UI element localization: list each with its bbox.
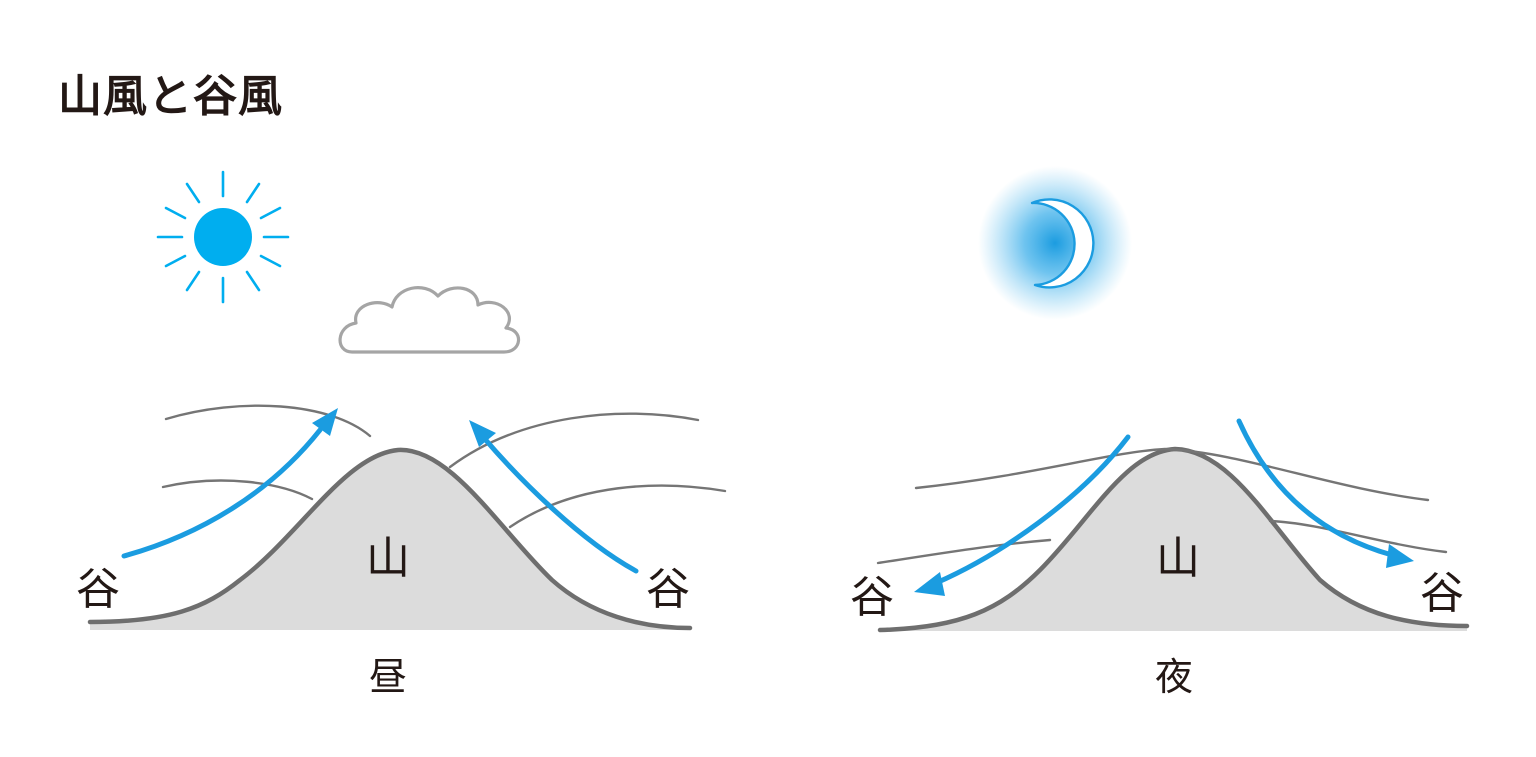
day-caption: 昼 xyxy=(369,655,407,699)
night-caption: 夜 xyxy=(1155,655,1193,699)
day-valley-wind-right-arrow xyxy=(469,420,639,574)
night-wind-lines xyxy=(876,447,1448,565)
day-wind-lines xyxy=(161,404,727,529)
night-mountain-wind-left-arrow xyxy=(914,434,1131,596)
night-valley-right-label: 谷 xyxy=(1420,568,1464,619)
day-valley-wind-left-arrow xyxy=(121,408,338,559)
diagram-title: 山風と谷風 xyxy=(58,71,283,122)
crescent-moon-icon xyxy=(978,166,1132,320)
day-panel: 山 谷 谷 昼 xyxy=(76,170,727,699)
night-valley-left-label: 谷 xyxy=(850,572,894,623)
day-valley-left-label: 谷 xyxy=(76,564,120,615)
cloud-icon xyxy=(338,286,521,354)
night-panel: 山 谷 谷 夜 xyxy=(850,166,1470,699)
day-mountain-label: 山 xyxy=(366,533,410,584)
sun-icon xyxy=(156,170,290,304)
night-mountain-label: 山 xyxy=(1156,533,1200,584)
night-mountain-wind-right-arrow xyxy=(1236,418,1414,568)
day-valley-right-label: 谷 xyxy=(646,564,690,615)
day-mountain xyxy=(87,447,693,631)
